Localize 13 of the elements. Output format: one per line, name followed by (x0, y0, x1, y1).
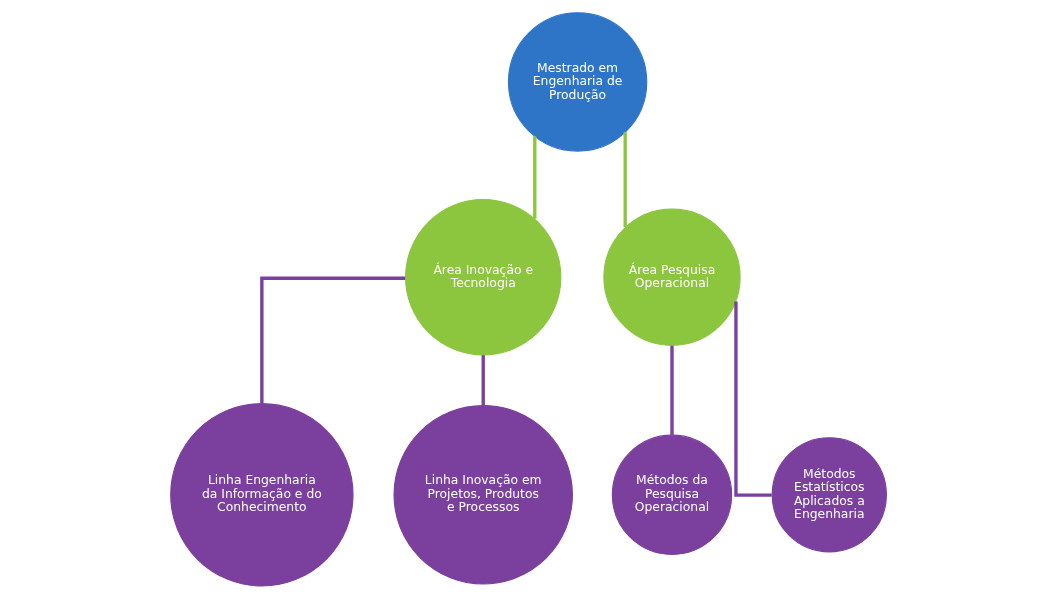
connector (259, 276, 405, 404)
node-circle: Métodos da Pesquisa Operacional (611, 434, 732, 555)
node-circle: Linha Engenharia da Informação e do Conhecimento (169, 403, 354, 587)
node-circle: Área Pesquisa Operacional (602, 208, 741, 346)
node-circle: Área Inovação e Tecnologia (404, 199, 561, 356)
connector (532, 136, 536, 219)
connector (669, 345, 674, 436)
node-circle: Métodos Estatísticos Aplicados a Engenharia (771, 437, 887, 553)
connector (481, 355, 485, 406)
connector (733, 301, 772, 497)
node-circle: Mestrado em Engenharia de Produção (507, 12, 647, 152)
node-circle: Linha Inovação em Projetos, Produtos e Processos (392, 405, 573, 585)
connector (623, 132, 627, 228)
